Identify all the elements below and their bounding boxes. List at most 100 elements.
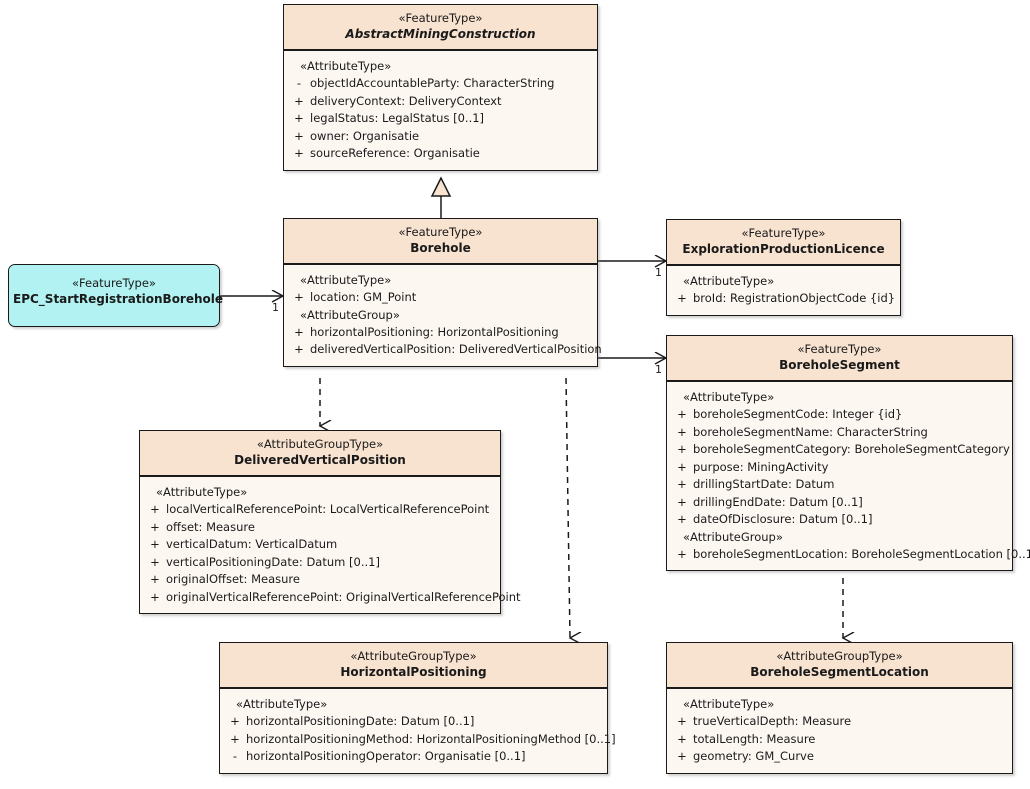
- attribute-row[interactable]: + localVerticalReferencePoint: LocalVert…: [144, 501, 496, 519]
- visibility-marker: +: [294, 146, 304, 160]
- class-deliveredverticalposition[interactable]: «AttributeGroupType» DeliveredVerticalPo…: [139, 430, 521, 614]
- attribute-text: localVerticalReferencePoint: LocalVertic…: [166, 502, 490, 516]
- visibility-marker: +: [294, 342, 304, 356]
- attribute-text: originalOffset: Measure: [166, 572, 300, 586]
- visibility-marker: +: [150, 589, 160, 604]
- attribute-row[interactable]: + location: GM_Point: [288, 289, 593, 307]
- attribute-text: trueVerticalDepth: Measure: [693, 714, 852, 728]
- attribute-row[interactable]: + offset: Measure: [144, 519, 496, 537]
- attribute-group-label: «AttributeGroup»: [683, 529, 783, 544]
- attribute-group-label: «AttributeType»: [300, 273, 392, 287]
- class-epc-startregistrationborehole[interactable]: «FeatureType» EPC_StartRegistrationBoreh…: [8, 264, 223, 327]
- attribute-text: legalStatus: LegalStatus [0..1]: [310, 111, 485, 125]
- class-header-boreholesegmentlocation: «AttributeGroupType» BoreholeSegmentLoca…: [667, 643, 1012, 689]
- class-header-boreholesegment: «FeatureType» BoreholeSegment: [667, 336, 1012, 382]
- class-name-label: HorizontalPositioning: [340, 665, 487, 679]
- attribute-group-label: «AttributeType»: [156, 485, 248, 499]
- class-body-explorationproductionlicence: «AttributeType» + broId: RegistrationObj…: [667, 266, 900, 315]
- attribute-row[interactable]: + horizontalPositioning: HorizontalPosit…: [288, 324, 593, 342]
- visibility-marker: +: [294, 128, 304, 143]
- attribute-row[interactable]: + geometry: GM_Curve: [671, 748, 1008, 766]
- attribute-text: horizontalPositioningDate: Datum [0..1]: [246, 714, 475, 728]
- attribute-row[interactable]: + trueVerticalDepth: Measure: [671, 713, 1008, 731]
- attribute-row[interactable]: + boreholeSegmentCode: Integer {id}: [671, 406, 1008, 424]
- attribute-row[interactable]: - horizontalPositioningOperator: Organis…: [224, 748, 603, 766]
- attribute-group-label: «AttributeType»: [236, 697, 328, 711]
- attribute-text: verticalPositioningDate: Datum [0..1]: [166, 554, 380, 569]
- attribute-row[interactable]: + boreholeSegmentCategory: BoreholeSegme…: [671, 441, 1010, 459]
- attribute-row[interactable]: + boreholeSegmentName: CharacterString: [671, 424, 1008, 442]
- visibility-marker: +: [294, 93, 304, 108]
- class-name-label: BoreholeSegment: [779, 358, 900, 372]
- attribute-row[interactable]: + sourceReference: Organisatie: [288, 145, 593, 163]
- attribute-row[interactable]: + legalStatus: LegalStatus [0..1]: [288, 110, 593, 128]
- attribute-text: boreholeSegmentCategory: BoreholeSegment…: [693, 442, 1010, 456]
- attribute-text: boreholeSegmentCode: Integer {id}: [693, 407, 903, 421]
- attribute-text: totalLength: Measure: [693, 731, 816, 746]
- visibility-marker: +: [677, 731, 687, 746]
- class-body-abstractminingconstruction: «AttributeType» - objectIdAccountablePar…: [284, 51, 597, 170]
- visibility-marker: +: [677, 494, 687, 509]
- attribute-row[interactable]: + originalVerticalReferencePoint: Origin…: [144, 589, 520, 607]
- stereotype-label: «FeatureType»: [398, 225, 483, 239]
- attribute-group-label: «AttributeType»: [683, 697, 775, 711]
- class-borehole[interactable]: «FeatureType» Borehole «AttributeType» +…: [283, 218, 602, 367]
- attribute-row[interactable]: - objectIdAccountableParty: CharacterStr…: [288, 75, 593, 93]
- attribute-text: boreholeSegmentLocation: BoreholeSegment…: [693, 546, 1030, 561]
- visibility-marker: +: [677, 749, 687, 763]
- class-horizontalpositioning[interactable]: «AttributeGroupType» HorizontalPositioni…: [219, 642, 616, 774]
- visibility-marker: +: [677, 546, 687, 561]
- class-name-label: Borehole: [410, 241, 471, 255]
- stereotype-label: «FeatureType»: [741, 226, 826, 240]
- attribute-row[interactable]: + broId: RegistrationObjectCode {id}: [671, 290, 896, 308]
- class-header-epc-startregistrationborehole: «FeatureType» EPC_StartRegistrationBoreh…: [9, 265, 223, 314]
- attribute-text: deliveryContext: DeliveryContext: [310, 93, 502, 108]
- multiplicity-borehole-segment: 1: [655, 363, 662, 376]
- stereotype-label: «AttributeGroupType»: [776, 649, 903, 663]
- attribute-row[interactable]: + purpose: MiningActivity: [671, 459, 1008, 477]
- attribute-text: offset: Measure: [166, 519, 255, 534]
- multiplicity-borehole-licence: 1: [655, 266, 662, 279]
- attribute-row[interactable]: + verticalDatum: VerticalDatum: [144, 536, 496, 554]
- visibility-marker: +: [150, 572, 160, 586]
- visibility-marker: +: [677, 477, 687, 491]
- attribute-text: drillingEndDate: Datum [0..1]: [693, 494, 863, 509]
- attribute-row[interactable]: + horizontalPositioningDate: Datum [0..1…: [224, 713, 603, 731]
- visibility-marker: -: [296, 76, 302, 90]
- attribute-row[interactable]: + dateOfDisclosure: Datum [0..1]: [671, 511, 1008, 529]
- attribute-text: boreholeSegmentName: CharacterString: [693, 424, 928, 439]
- attribute-text: broId: RegistrationObjectCode {id}: [693, 291, 896, 305]
- visibility-marker: +: [230, 731, 240, 746]
- attribute-row[interactable]: + owner: Organisatie: [288, 128, 593, 146]
- attribute-text: purpose: MiningActivity: [693, 459, 829, 474]
- class-boreholesegmentlocation[interactable]: «AttributeGroupType» BoreholeSegmentLoca…: [666, 642, 1013, 774]
- class-body-deliveredverticalposition: «AttributeType» + localVerticalReference…: [140, 477, 521, 613]
- attribute-row[interactable]: + verticalPositioningDate: Datum [0..1]: [144, 554, 496, 572]
- class-header-abstractminingconstruction: «FeatureType» AbstractMiningConstruction: [284, 5, 597, 51]
- class-abstractminingconstruction[interactable]: «FeatureType» AbstractMiningConstruction…: [283, 4, 598, 171]
- attribute-row[interactable]: + boreholeSegmentLocation: BoreholeSegme…: [671, 546, 1030, 564]
- attribute-row[interactable]: + totalLength: Measure: [671, 731, 1008, 749]
- class-header-explorationproductionlicence: «FeatureType» ExplorationProductionLicen…: [667, 220, 900, 266]
- attribute-row[interactable]: + horizontalPositioningMethod: Horizonta…: [224, 731, 615, 749]
- attribute-text: horizontalPositioning: HorizontalPositio…: [310, 324, 559, 339]
- class-boreholesegment[interactable]: «FeatureType» BoreholeSegment «Attribute…: [666, 335, 1030, 571]
- attribute-row[interactable]: + deliveredVerticalPosition: DeliveredVe…: [288, 341, 602, 359]
- class-explorationproductionlicence[interactable]: «FeatureType» ExplorationProductionLicen…: [666, 219, 901, 316]
- visibility-marker: +: [150, 537, 160, 551]
- attribute-text: originalVerticalReferencePoint: Original…: [166, 589, 521, 604]
- attribute-group-label: «AttributeGroup»: [300, 307, 400, 322]
- visibility-marker: +: [230, 714, 240, 728]
- stereotype-label: «FeatureType»: [797, 342, 882, 356]
- attribute-group-label: «AttributeType»: [683, 274, 775, 288]
- visibility-marker: +: [677, 442, 687, 456]
- attribute-row[interactable]: + deliveryContext: DeliveryContext: [288, 93, 593, 111]
- class-header-borehole: «FeatureType» Borehole: [284, 219, 597, 265]
- connector-generalization-borehole-abstractminingconstruction: [430, 176, 452, 218]
- visibility-marker: -: [232, 749, 238, 763]
- attribute-row[interactable]: + originalOffset: Measure: [144, 571, 496, 589]
- attribute-row[interactable]: + drillingEndDate: Datum [0..1]: [671, 494, 1008, 512]
- attribute-row[interactable]: + drillingStartDate: Datum: [671, 476, 1008, 494]
- attribute-text: drillingStartDate: Datum: [693, 477, 835, 491]
